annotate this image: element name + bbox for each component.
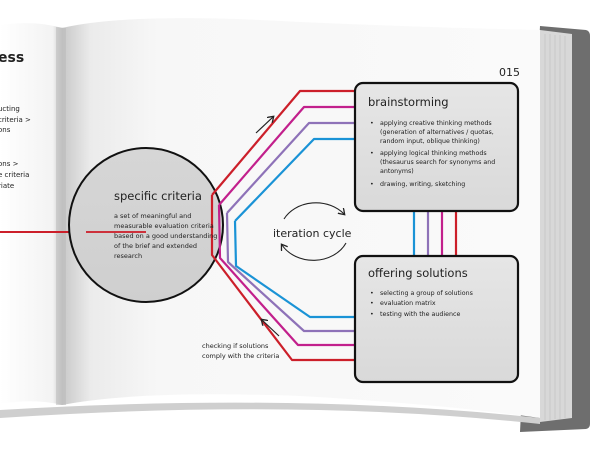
left-page-line: ucting [0, 105, 20, 113]
bullet-line: testing with the audience [380, 311, 460, 318]
bullet-line: (thesaurus search for synonyms and [380, 159, 495, 166]
brainstorming-box [353, 81, 520, 213]
connection-lines [210, 89, 458, 362]
left-page-text: ucting criteria > ons ons > e criteria r… [0, 105, 31, 190]
cycle-arrow-bottom [282, 242, 347, 261]
upward-direction-arrow [255, 117, 273, 134]
gutter-shadow [56, 27, 66, 405]
return-direction-arrow [262, 320, 280, 337]
page-edge-lines [544, 34, 566, 420]
left-page-line: criteria > [0, 116, 31, 124]
brainstorming-title: brainstorming [368, 95, 449, 109]
bullet-marker: • [370, 181, 374, 188]
iteration-cycle-arrows [282, 202, 347, 261]
page-number: 015 [499, 66, 520, 79]
bullet-line: random input, oblique thinking) [380, 138, 480, 145]
description-line: measurable evaluation criteria [114, 222, 214, 230]
bottom-page-edge [0, 402, 540, 424]
description-line: a set of meaningful and [114, 212, 191, 220]
offering-solutions-title: offering solutions [368, 266, 468, 280]
cycle-arrow-top [283, 202, 344, 220]
left-page-line: ons > [0, 160, 19, 168]
left-page-heading: ess [0, 50, 24, 66]
caption-line: comply with the criteria [202, 352, 279, 360]
brainstorming-bullets: • applying creative thinking methods (ge… [370, 120, 495, 188]
iteration-cycle-label: iteration cycle [273, 227, 352, 240]
caption-line: checking if solutions [202, 342, 269, 350]
circle-description: a set of meaningful and measurable evalu… [114, 212, 217, 260]
bullet-line: antonyms) [380, 168, 414, 175]
bottom-caption: checking if solutions comply with the cr… [202, 342, 279, 360]
bullet-marker: • [370, 150, 374, 157]
bullet-line: selecting a group of solutions [380, 290, 473, 297]
bullet-marker: • [370, 311, 374, 318]
specific-criteria-circle [68, 147, 224, 303]
magenta-connection-line [217, 105, 358, 347]
bullet-line: applying creative thinking methods [380, 120, 492, 127]
specific-criteria-title: specific criteria [114, 189, 202, 203]
left-page-line: e criteria [0, 171, 29, 179]
left-page [0, 23, 62, 405]
description-line: of the brief and extended [114, 242, 197, 250]
purple-connection-line [225, 121, 358, 333]
bullet-marker: • [370, 300, 374, 307]
description-line: based on a good understanding [114, 232, 217, 240]
bullet-marker: • [370, 120, 374, 127]
bullet-line: drawing, writing, sketching [380, 181, 465, 188]
page-edges [540, 30, 572, 422]
bullet-line: (generation of alternatives / quotas, [380, 129, 494, 136]
bullet-line: applying logical thinking methods [380, 150, 487, 157]
bullet-line: evaluation matrix [380, 300, 436, 307]
red-connection-line [210, 89, 360, 362]
left-page-line: ons [0, 126, 11, 134]
left-page-line: riate [0, 182, 14, 190]
description-line: research [114, 252, 142, 260]
bullet-marker: • [370, 290, 374, 297]
offering-solutions-box [353, 254, 520, 384]
blue-connection-line [233, 137, 358, 319]
offering-solutions-bullets: • selecting a group of solutions • evalu… [370, 290, 473, 318]
